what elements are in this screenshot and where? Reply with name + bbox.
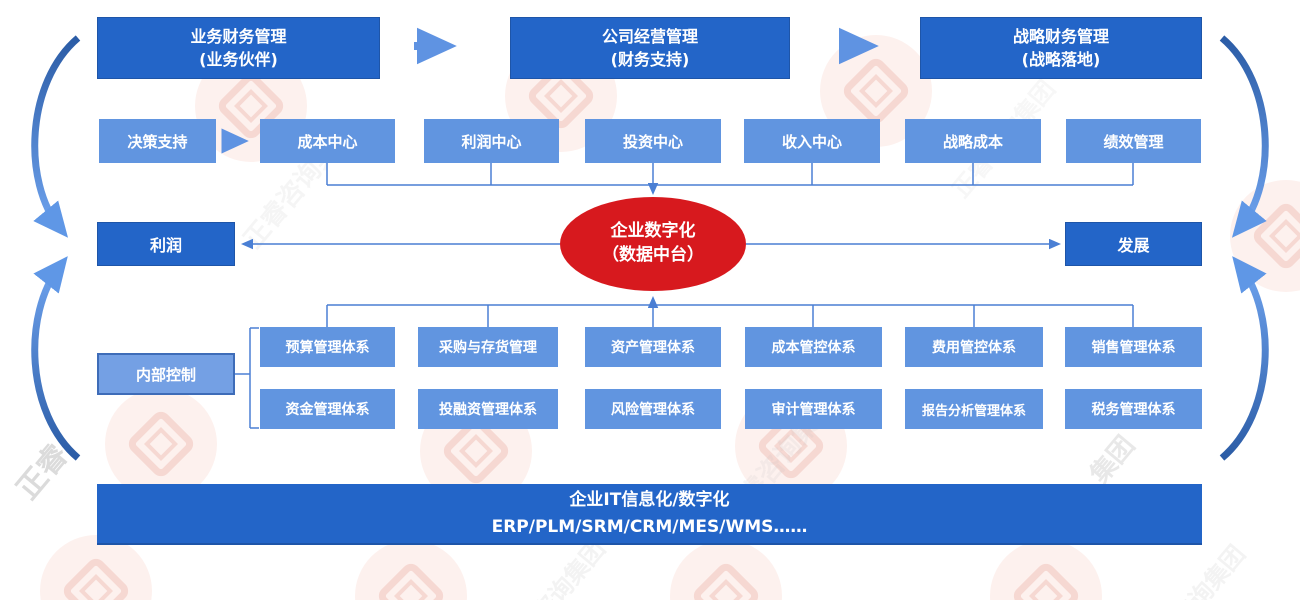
watermark-seal	[670, 540, 782, 600]
hub-label: 企业数字化	[610, 221, 696, 242]
node-revenue-center: 收入中心	[744, 119, 880, 163]
curve-arrow-right-top	[1219, 35, 1269, 238]
curve-arrow-left-top	[31, 35, 81, 238]
node-budget-system: 预算管理体系	[260, 327, 395, 367]
node-label: 公司经营管理	[601, 26, 698, 46]
node-company-operation-mgmt: 公司经营管理 (财务支持)	[510, 17, 790, 79]
node-sales-system: 销售管理体系	[1065, 327, 1202, 367]
node-tax-system: 税务管理体系	[1065, 389, 1202, 429]
bracket-internal-control	[235, 327, 259, 429]
node-decision-support: 决策支持	[99, 119, 216, 163]
node-label: 战略财务管理	[1012, 26, 1109, 46]
node-sublabel: (战略落地)	[1021, 50, 1101, 69]
node-sublabel: (业务伙伴)	[199, 50, 278, 69]
connector-systems	[326, 296, 1134, 327]
watermark-seal	[1230, 180, 1300, 292]
node-investment-financing-system: 投融资管理体系	[418, 389, 558, 429]
watermark-text: 集团	[1084, 430, 1142, 490]
watermark-seal	[355, 540, 467, 600]
node-investment-center: 投资中心	[585, 119, 721, 163]
node-sublabel: (财务支持)	[610, 50, 690, 69]
node-cost-center: 成本中心	[260, 119, 395, 163]
node-digitalization-hub: 企业数字化 （数据中台）	[560, 197, 746, 291]
curve-arrow-left-bottom	[31, 256, 81, 461]
node-capital-system: 资金管理体系	[260, 389, 395, 429]
node-report-analysis-system: 报告分析管理体系	[905, 389, 1043, 429]
node-performance-mgmt: 绩效管理	[1066, 119, 1201, 163]
node-expense-control-system: 费用管控体系	[905, 327, 1043, 367]
node-internal-control: 内部控制	[97, 353, 235, 395]
it-infrastructure-bar: 企业IT信息化/数字化 ERP/PLM/SRM/CRM/MES/WMS……	[97, 484, 1202, 545]
node-audit-system: 审计管理体系	[745, 389, 882, 429]
node-development: 发展	[1065, 222, 1202, 266]
watermark-seal	[990, 540, 1102, 600]
node-procurement-inventory: 采购与存货管理	[418, 327, 558, 367]
node-cost-control-system: 成本管控体系	[745, 327, 882, 367]
node-label: 业务财务管理	[190, 26, 287, 46]
node-business-finance-mgmt: 业务财务管理 (业务伙伴)	[97, 17, 380, 79]
node-strategic-cost: 战略成本	[905, 119, 1041, 163]
it-bar-title: 企业IT信息化/数字化	[569, 490, 730, 511]
node-risk-system: 风险管理体系	[585, 389, 721, 429]
watermark-text: 正睿咨询集团	[1132, 536, 1251, 600]
watermark-text: 正睿	[9, 438, 76, 507]
node-profit: 利润	[97, 222, 235, 266]
connector-centers	[326, 163, 1134, 195]
it-bar-systems: ERP/PLM/SRM/CRM/MES/WMS……	[491, 516, 808, 537]
curve-arrow-right-bottom	[1219, 256, 1269, 461]
node-asset-system: 资产管理体系	[585, 327, 721, 367]
node-profit-center: 利润中心	[424, 119, 559, 163]
node-strategic-finance-mgmt: 战略财务管理 (战略落地)	[920, 17, 1202, 79]
hub-sublabel: （数据中台）	[602, 245, 704, 265]
